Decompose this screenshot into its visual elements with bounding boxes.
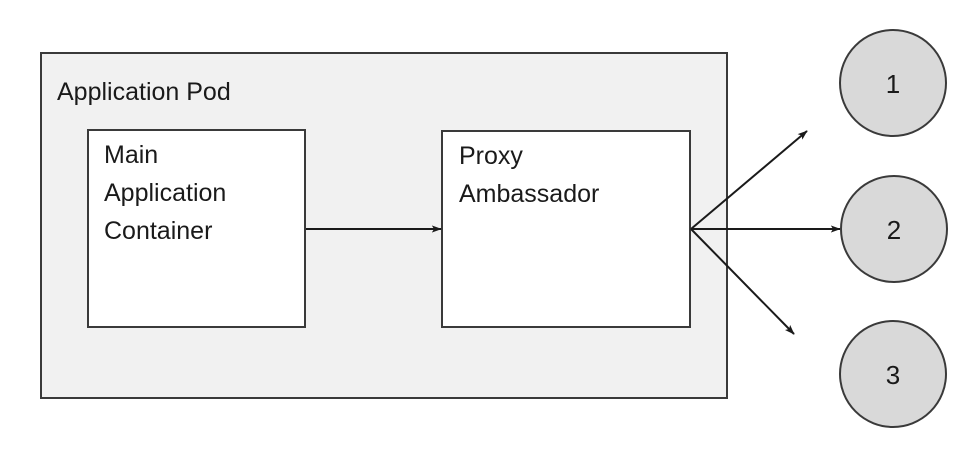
- service-1-label: 1: [886, 69, 900, 99]
- proxy-ambassador-container-box: [441, 130, 691, 328]
- application-pod-label: Application Pod: [57, 78, 231, 106]
- service-3-group: 3: [839, 320, 947, 428]
- main-application-container-label-line-1: Application: [104, 179, 226, 207]
- service-3-circle: [839, 320, 947, 428]
- main-application-container-label-line-2: Container: [104, 217, 212, 245]
- service-2-circle: [840, 175, 948, 283]
- service-2-group: 2: [840, 175, 948, 283]
- arrow-proxy-to-service-3: [690, 228, 795, 335]
- proxy-ambassador-container-label-line-1: Ambassador: [459, 180, 599, 208]
- service-2-label: 2: [887, 215, 901, 245]
- arrows-group: [306, 130, 841, 335]
- service-1-circle: [839, 29, 947, 137]
- service-3-label: 3: [886, 360, 900, 390]
- proxy-ambassador-container-label-line-0: Proxy: [459, 142, 523, 170]
- arrow-proxy-to-service-1: [690, 130, 808, 230]
- service-1-group: 1: [839, 29, 947, 137]
- services-group: 1 2 3: [839, 29, 948, 428]
- main-application-container-box: [87, 129, 306, 328]
- main-application-container-label-line-0: Main: [104, 141, 158, 169]
